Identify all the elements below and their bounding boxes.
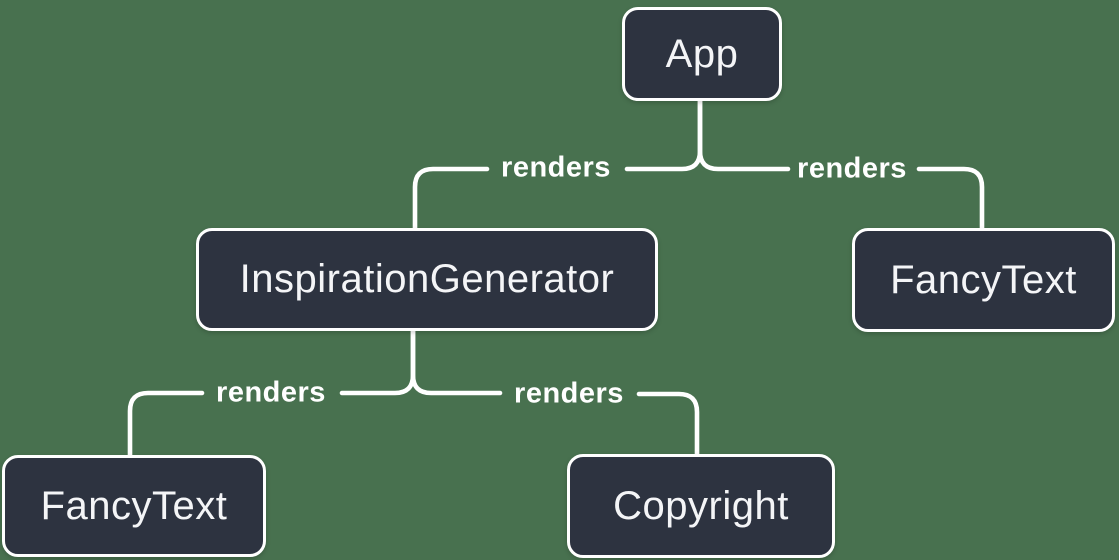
edge-app-left-stem (624, 97, 703, 172)
edge-inspiration-right-stem (410, 327, 503, 396)
edge-label-app-inspiration: renders (501, 151, 611, 184)
node-fancy-text-right-label: FancyText (890, 257, 1077, 302)
node-fancy-text-right: FancyText (852, 228, 1115, 332)
edge-to-fancy-left (127, 390, 205, 458)
edge-inspiration-left-stem (339, 327, 416, 396)
edge-to-fancy-right (916, 166, 985, 231)
node-inspiration-generator-label: InspirationGenerator (239, 257, 615, 301)
edge-label-inspiration-fancytext: renders (216, 376, 326, 409)
edge-app-right-stem (697, 97, 791, 172)
edge-to-copyright (636, 391, 700, 457)
node-fancy-text-left: FancyText (2, 455, 266, 557)
node-app: App (622, 7, 782, 101)
node-copyright-label: Copyright (613, 483, 789, 528)
node-copyright: Copyright (567, 454, 835, 558)
node-app-label: App (665, 31, 739, 76)
edge-label-inspiration-copyright: renders (514, 377, 624, 410)
edge-label-app-fancytext: renders (797, 152, 907, 185)
edge-to-inspiration (412, 166, 490, 231)
node-fancy-text-left-label: FancyText (40, 483, 228, 528)
node-inspiration-generator: InspirationGenerator (196, 228, 658, 331)
